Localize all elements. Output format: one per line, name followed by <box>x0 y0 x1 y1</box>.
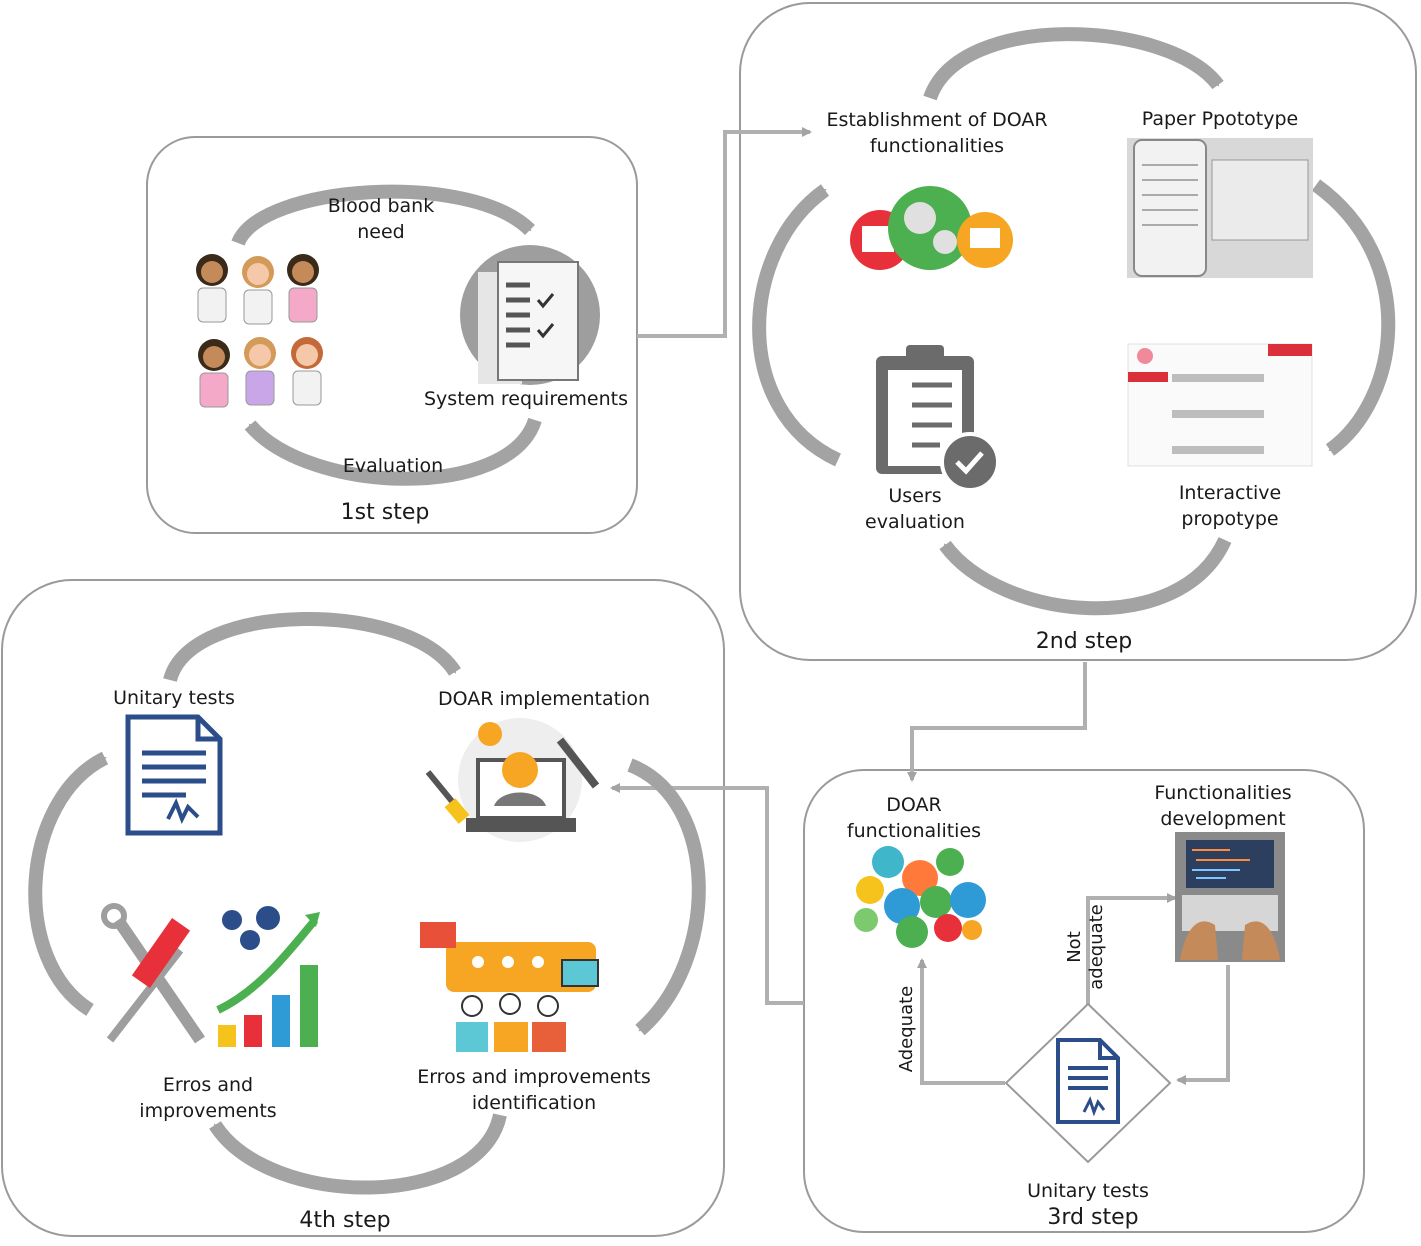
step2-panel <box>739 2 1417 661</box>
step1-cycle-arrows <box>231 184 542 486</box>
step4-label-erros-improvements: Erros and improvements <box>128 1072 288 1124</box>
step4-label-erros-identification: Erros and improvements identification <box>410 1064 658 1116</box>
step2-title: 2nd step <box>1035 629 1133 654</box>
step4-label-unitary-tests: Unitary tests <box>113 687 235 709</box>
step4-label-doar-implementation: DOAR implementation <box>437 688 651 710</box>
label-line: identification <box>471 1092 597 1114</box>
label-line: functionalities <box>869 135 1005 157</box>
flow-adequate <box>917 958 1005 1085</box>
step3-title: 3rd step <box>1047 1205 1139 1230</box>
step2-label-establishment: Establishment of DOAR functionalities <box>812 107 1062 159</box>
label-line: Erros and improvements <box>417 1066 651 1088</box>
gears-icon <box>850 186 1013 270</box>
label-line: adequate <box>1086 904 1107 990</box>
step3-label-functionalities-development: Functionalities development <box>1148 780 1298 832</box>
label-line: Not <box>1064 931 1085 963</box>
implementation-icon <box>425 718 600 842</box>
step2-label-users-evaluation: Users evaluation <box>855 483 975 535</box>
label-line: Functionalities <box>1154 782 1292 804</box>
step1-label-evaluation: Evaluation <box>342 455 444 477</box>
step-connectors <box>610 127 1087 1005</box>
step1-title: 1st step <box>340 500 430 525</box>
evaluation-clipboard-icon <box>876 345 1000 492</box>
label-line: propotype <box>1181 508 1279 530</box>
flow-not-adequate <box>1086 893 1177 1005</box>
people-icon <box>196 254 323 408</box>
step4-cycle-arrows <box>28 612 706 1195</box>
interactive-prototype-image <box>1127 343 1313 467</box>
paper-prototype-image <box>1127 138 1313 278</box>
connector-step3-to-step4 <box>610 783 804 1005</box>
step3-label-not-adequate: Not adequate <box>1064 902 1108 992</box>
step1-label-system-requirements: System requirements <box>423 388 629 410</box>
clipboard-icon <box>460 245 600 385</box>
label-line: improvements <box>139 1100 277 1122</box>
tools-growth-icon <box>101 903 320 1047</box>
step2-label-interactive-prototype: Interactive propotype <box>1160 480 1300 532</box>
step4-panel <box>1 579 725 1237</box>
step2-label-paper-prototype: Paper Ppototype <box>1141 108 1299 130</box>
label-line: need <box>357 221 405 243</box>
laptop-development-icon <box>1175 832 1285 962</box>
decision-diamond <box>1004 1002 1172 1164</box>
feedback-team-icon <box>420 922 599 1052</box>
step4-title: 4th step <box>299 1208 391 1233</box>
label-line: DOAR <box>886 794 942 816</box>
step1-label-blood-bank-need: Blood bank need <box>320 193 442 245</box>
flow-development-to-tests <box>1176 965 1230 1085</box>
label-line: evaluation <box>865 511 965 533</box>
step2-cycle-arrows <box>752 27 1396 616</box>
label-line: Interactive <box>1178 482 1282 504</box>
label-line: Establishment of DOAR <box>826 109 1048 131</box>
connector-step1-to-step2 <box>637 127 812 338</box>
label-line: Users <box>888 485 942 507</box>
document-icon <box>1056 1038 1120 1124</box>
step3-label-unitary-tests: Unitary tests <box>1027 1180 1149 1202</box>
connector-step2-to-step3 <box>907 662 1087 782</box>
label-line: functionalities <box>846 820 982 842</box>
label-line: Erros and <box>162 1074 254 1096</box>
label-line: development <box>1160 808 1286 830</box>
functionalities-gears-icon <box>854 846 986 948</box>
step3-label-doar-functionalities: DOAR functionalities <box>844 792 984 844</box>
document-icon <box>125 714 223 836</box>
step3-flow <box>917 893 1230 1085</box>
label-line: Blood bank <box>327 195 435 217</box>
step3-label-adequate: Adequate <box>896 985 917 1073</box>
